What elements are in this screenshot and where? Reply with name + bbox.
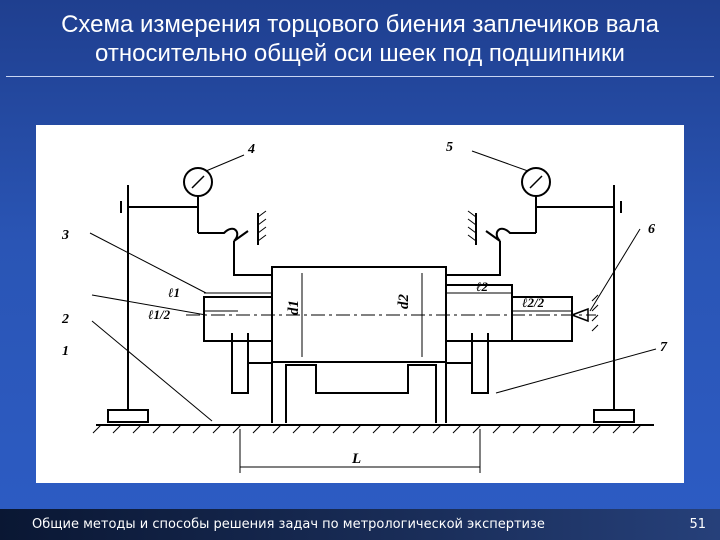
leader-6 [589, 228, 641, 312]
callout-3: 3 [61, 228, 69, 243]
slide-footer: Общие методы и способы решения задач по … [0, 509, 720, 540]
base-hatching [92, 424, 642, 434]
callout-6: 6 [648, 222, 655, 237]
label-l1-half: ℓ1/2 [148, 307, 171, 322]
callout-2: 2 [61, 312, 69, 327]
left-stand-foot [107, 409, 149, 423]
slide-title: Схема измерения торцового биения заплечи… [0, 10, 720, 68]
right-end-stop [569, 307, 589, 323]
leader-4 [205, 154, 245, 172]
label-l2-half: ℓ2/2 [522, 295, 545, 310]
callout-1: 1 [62, 344, 69, 359]
page-number: 51 [689, 517, 706, 532]
leader-5 [471, 150, 529, 172]
label-L: L [351, 451, 361, 467]
leader-1 [91, 320, 213, 422]
right-lever [485, 227, 536, 242]
label-d2: d2 [396, 294, 412, 310]
label-l2: ℓ2 [476, 279, 489, 294]
measurement-scheme-figure: 1 2 3 4 5 6 7 ℓ1 ℓ1/2 ℓ2 ℓ2/2 d1 d2 L [36, 125, 684, 483]
label-d1: d1 [286, 300, 302, 315]
shaft-left-journal [203, 296, 273, 342]
label-l1: ℓ1 [168, 285, 180, 300]
right-feeler-rod [446, 241, 501, 276]
title-line-1: Схема измерения торцового биения заплечи… [61, 11, 659, 38]
right-support-body [445, 362, 472, 423]
left-lever [198, 227, 249, 242]
title-divider [6, 76, 714, 77]
leader-2 [91, 294, 207, 316]
central-base-block [285, 364, 437, 423]
title-line-2: относительно общей оси шеек под подшипни… [95, 40, 625, 67]
footer-course-title: Общие методы и способы решения задач по … [32, 517, 545, 532]
right-stand-foot [593, 409, 635, 423]
left-support-body [248, 362, 273, 423]
callout-7: 7 [660, 340, 668, 355]
measurement-scheme-diagram: 1 2 3 4 5 6 7 ℓ1 ℓ1/2 ℓ2 ℓ2/2 d1 d2 L [61, 140, 668, 473]
leader-3 [89, 232, 207, 294]
callout-5: 5 [446, 140, 453, 155]
shaft-right-end [511, 296, 573, 342]
leader-7 [495, 348, 657, 394]
callout-4: 4 [247, 142, 255, 157]
left-feeler-rod [233, 241, 272, 276]
